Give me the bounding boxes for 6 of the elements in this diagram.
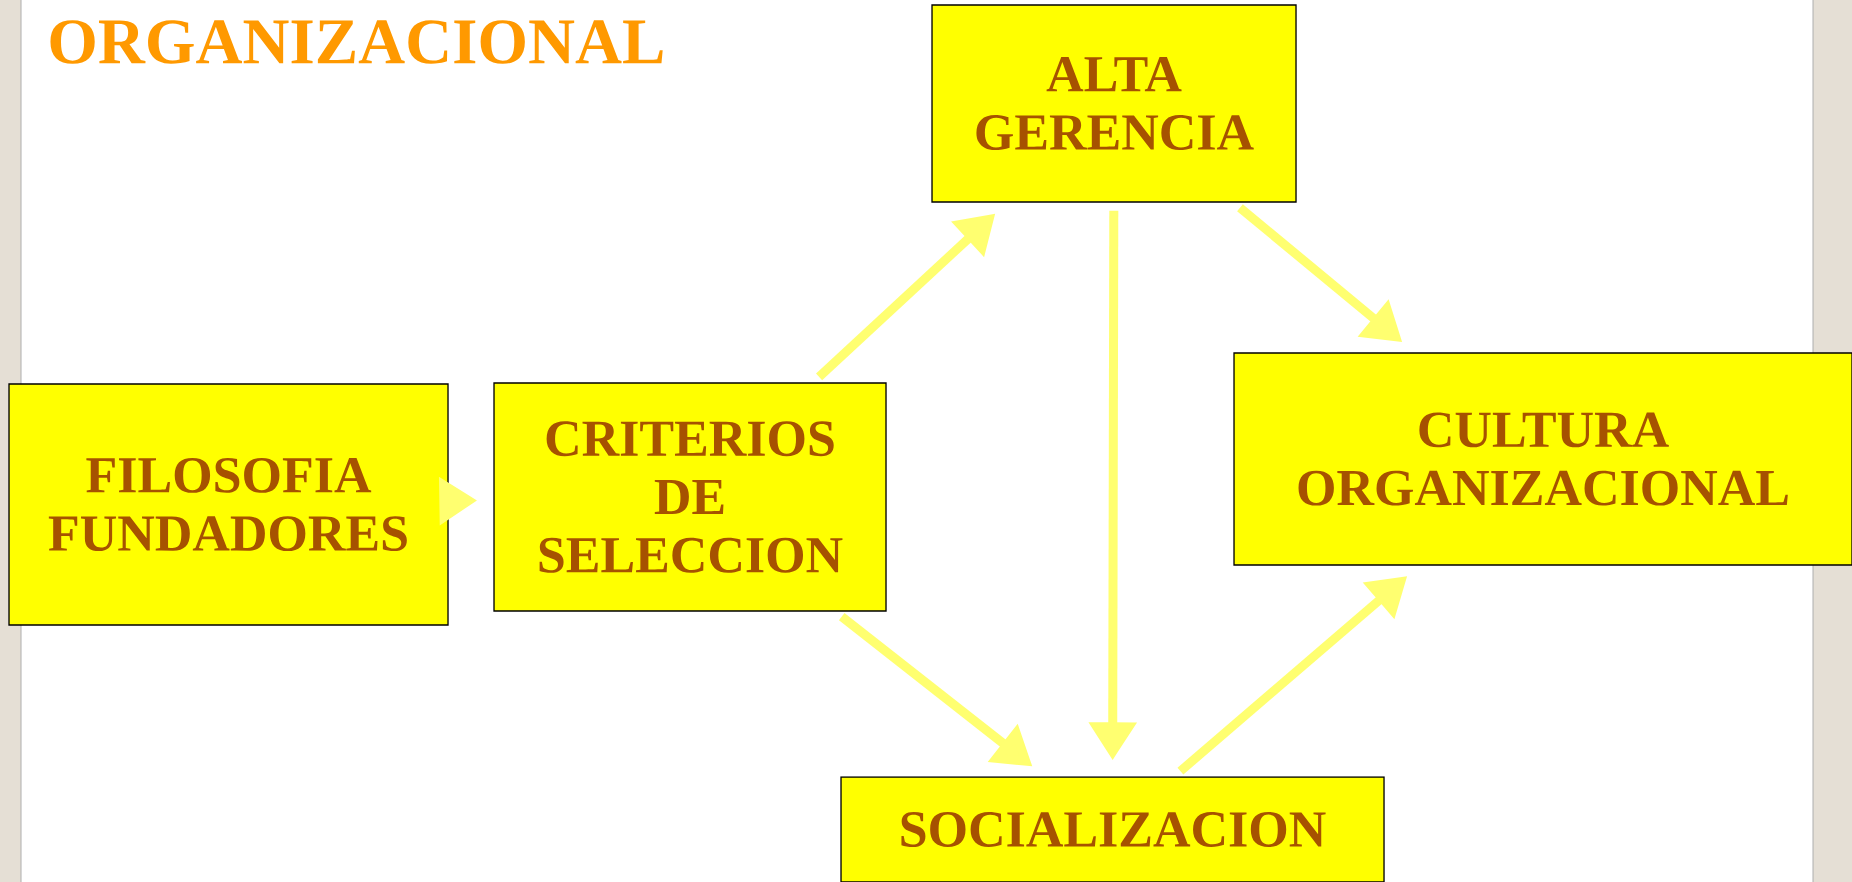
concept-box: CULTURA ORGANIZACIONAL xyxy=(1233,352,1852,566)
title: ORGANIZACIONAL xyxy=(50,20,663,64)
concept-box: ALTA GERENCIA xyxy=(931,4,1297,203)
concept-box: CRITERIOS DE SELECCION xyxy=(493,382,887,612)
concept-box: SOCIALIZACION xyxy=(840,776,1385,882)
concept-box: FILOSOFIA FUNDADORES xyxy=(8,383,449,626)
